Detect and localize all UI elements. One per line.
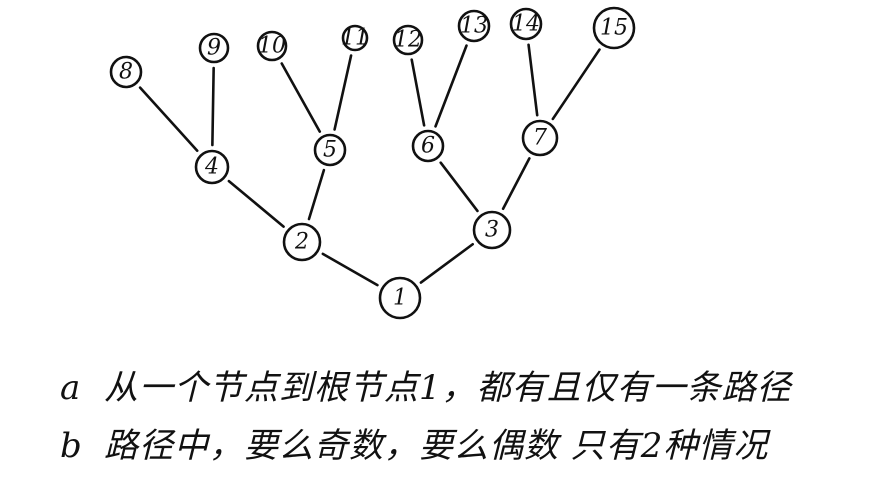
node-label-11: 11: [341, 26, 369, 51]
node-label-9: 9: [207, 36, 221, 61]
edge-4-8: [138, 86, 199, 152]
edge-3-7: [501, 157, 531, 211]
node-label-13: 13: [460, 14, 488, 39]
edge-4-9: [211, 66, 215, 147]
node-circle-11: [341, 24, 369, 52]
node-circle-9: [198, 32, 230, 64]
node-circle-8: [109, 55, 143, 89]
node-label-4: 4: [204, 155, 219, 180]
tree-node-10: 10: [256, 30, 288, 62]
tree-node-1: 1: [378, 276, 422, 320]
tree-node-9: 9: [198, 32, 230, 64]
node-circle-13: [457, 9, 491, 43]
note-b: b 路径中，要么奇数，要么偶数 只有2种情况: [60, 418, 768, 467]
edge-2-4: [227, 179, 285, 228]
node-label-1: 1: [393, 286, 407, 311]
edge-2-5: [307, 168, 326, 221]
tree-node-4: 4: [194, 149, 230, 185]
node-label-12: 12: [394, 28, 422, 53]
tree-node-2: 2: [282, 222, 322, 262]
tree-node-11: 11: [341, 24, 369, 52]
tree-node-8: 8: [109, 55, 143, 89]
node-circle-10: [256, 30, 288, 62]
node-circle-12: [392, 24, 424, 56]
node-circle-2: [282, 222, 322, 262]
note-b-marker: b: [60, 426, 83, 466]
tree-node-14: 14: [509, 7, 543, 41]
node-circle-15: [592, 6, 636, 50]
node-label-3: 3: [485, 218, 499, 243]
node-circle-14: [509, 7, 543, 41]
note-b-text: 路径中，要么奇数，要么偶数 只有2种情况: [104, 426, 769, 466]
tree-node-12: 12: [392, 24, 424, 56]
tree-node-7: 7: [521, 119, 559, 157]
edge-3-6: [439, 161, 479, 213]
node-label-15: 15: [600, 16, 628, 41]
note-a: a 从一个节点到根节点1，都有且仅有一条路径: [60, 360, 792, 409]
edge-5-11: [333, 54, 353, 131]
edge-7-15: [551, 48, 601, 121]
node-circle-6: [411, 129, 445, 163]
node-label-6: 6: [421, 134, 435, 159]
tree-node-15: 15: [592, 6, 636, 50]
node-circle-4: [194, 149, 230, 185]
edge-6-12: [410, 58, 426, 127]
node-label-8: 8: [119, 60, 133, 85]
tree-node-6: 6: [411, 129, 445, 163]
node-circle-7: [521, 119, 559, 157]
node-circle-3: [472, 210, 512, 250]
tree-node-3: 3: [472, 210, 512, 250]
node-label-14: 14: [512, 12, 540, 37]
edge-1-3: [419, 242, 474, 284]
node-label-5: 5: [323, 138, 337, 163]
edge-1-2: [321, 252, 379, 287]
edge-7-14: [527, 43, 539, 117]
node-label-10: 10: [258, 34, 286, 59]
node-circle-5: [313, 133, 347, 167]
tree-node-13: 13: [457, 9, 491, 43]
node-label-7: 7: [533, 126, 547, 151]
note-a-text: 从一个节点到根节点1，都有且仅有一条路径: [104, 368, 792, 408]
note-a-marker: a: [60, 368, 82, 408]
edge-5-10: [280, 62, 322, 133]
node-label-2: 2: [294, 230, 309, 255]
node-circle-1: [378, 276, 422, 320]
tree-node-5: 5: [313, 133, 347, 167]
edge-6-13: [434, 44, 468, 128]
